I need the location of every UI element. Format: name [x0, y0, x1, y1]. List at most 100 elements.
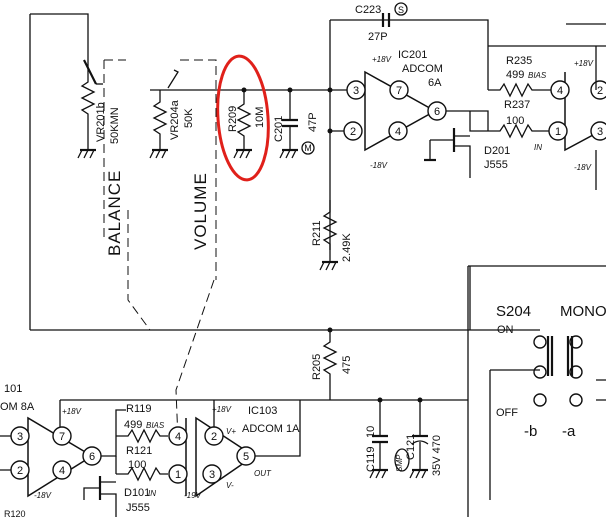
potentiometer-vr204a: VR204a 50K VOLUME	[149, 59, 217, 441]
r237-label: R237	[504, 99, 530, 111]
c121-label: C121	[405, 434, 417, 460]
ic101-pin-b: 7	[59, 431, 65, 443]
volume-label: VOLUME	[191, 172, 210, 250]
r235-bias: BIAS	[528, 71, 547, 80]
c201-mark: M	[304, 143, 312, 153]
r119-label: R119	[126, 403, 151, 415]
ic2b-pin-b: 1	[555, 126, 561, 138]
d201-label: D201	[484, 145, 510, 157]
ic103-neg-supply: -19V	[184, 491, 202, 500]
ic103b-pin-a: 2	[211, 431, 217, 443]
s204-off: OFF	[496, 407, 518, 419]
ic201-pin-a: 3	[353, 85, 359, 97]
ic101-pin-c: 2	[17, 465, 23, 477]
ic101-pos-supply: +18V	[62, 407, 82, 416]
r237-in: IN	[534, 143, 542, 152]
ic2c-pin-b: 3	[597, 126, 603, 138]
ic201-part: ADCOM	[402, 63, 443, 75]
ic201-stage-b: R235 499 BIAS R237 100 IN +18V -18V 4 1 …	[488, 45, 606, 172]
ic201-label: IC201	[398, 49, 427, 61]
capacitor-c223: C223 S 27P	[329, 2, 489, 90]
r121-label: R121	[126, 445, 152, 457]
capacitor-c121: C121 35V 470 SMP	[394, 400, 443, 479]
ic103-opamp: IC103 ADCOM 1A +18V -19V 4 1 2 3 5 V+ V-…	[168, 400, 301, 500]
ic103-part: ADCOM 1A	[242, 423, 300, 435]
red-annotation-circle	[216, 54, 270, 182]
r211-label: R211	[311, 221, 323, 246]
d201-part: J555	[484, 159, 508, 171]
c223-label: C223	[355, 4, 381, 16]
ic201-opamp: IC201 ADCOM 6A +18V -18V 3 7 2 4 6	[343, 49, 470, 170]
r209-label: R209	[227, 106, 239, 132]
ic103a-pin-a: 4	[175, 431, 181, 443]
c201-label: C201	[273, 116, 285, 142]
balance-label: BALANCE	[105, 170, 124, 256]
c121-mark: SMP	[395, 454, 404, 472]
ic103-out: OUT	[254, 469, 272, 478]
ic2b-pin-a: 4	[557, 85, 563, 97]
resistor-r205: R205 475	[311, 327, 353, 400]
ic201-pos-supply: +18V	[372, 55, 392, 64]
r119-value: 499	[124, 419, 142, 431]
ic103-vplus: V+	[226, 427, 236, 436]
ic201-pin-c: 2	[350, 126, 356, 138]
r235-value: 499	[506, 69, 524, 81]
ic201-pin-e: 6	[434, 106, 440, 118]
ic103-label: IC103	[248, 405, 277, 417]
switch-s204: S204 MONO ON OFF -b -a	[30, 265, 606, 517]
vr204a-label: VR204a	[169, 99, 181, 140]
ic2b-pos-supply: +18V	[574, 59, 594, 68]
d101-label: D101	[124, 487, 150, 499]
ic101-label: 101	[4, 383, 22, 395]
resistor-r209: R209 10M	[227, 90, 266, 159]
s204-a: -a	[562, 423, 576, 440]
ic101-pin-d: 4	[59, 465, 65, 477]
ic101-pin-e: 6	[89, 451, 95, 463]
vr201b-value: 50KMN	[109, 107, 121, 144]
capacitor-c119: C119 10	[365, 400, 388, 479]
r205-value: 475	[341, 356, 353, 374]
r121-in: IN	[148, 489, 156, 498]
ic103-input-network: R119 499 BIAS R121 100 IN D101 J555 R120	[4, 403, 168, 517]
s204-label: S204	[496, 303, 531, 320]
c119-value: 10	[365, 426, 377, 438]
c223-mark: S	[398, 5, 404, 15]
c121-value: 35V 470	[431, 435, 443, 476]
ic101-part: OM 8A	[0, 401, 35, 413]
d101-part: J555	[126, 502, 150, 514]
ic201-pin-b: 7	[396, 85, 402, 97]
r237-value: 100	[506, 115, 524, 127]
jfet-d201: D201 J555	[424, 110, 510, 178]
ic2b-neg-supply: -18V	[574, 163, 592, 172]
c223-value: 27P	[368, 31, 388, 43]
bottom-clipped-label: R120	[4, 509, 26, 517]
ic101-pin-a: 3	[17, 431, 23, 443]
c201-value: 47P	[307, 112, 319, 132]
r209-value: 10M	[254, 107, 266, 128]
c119-label: C119	[365, 447, 377, 472]
ic201-pin-d: 4	[395, 126, 401, 138]
r119-bias: BIAS	[146, 421, 165, 430]
ic103a-pin-b: 1	[175, 469, 181, 481]
ic2c-pin-a: 2	[597, 85, 603, 97]
ic201-unit: 6A	[428, 77, 442, 89]
ic103-vminus: V-	[226, 481, 234, 490]
ic103b-pin-b: 3	[209, 469, 215, 481]
r235-label: R235	[506, 55, 532, 67]
s204-b: -b	[524, 423, 537, 440]
ic103b-pin-c: 5	[243, 451, 249, 463]
vr204a-value: 50K	[183, 108, 195, 128]
c223-mark-circle	[394, 2, 408, 16]
potentiometer-vr201b: VR201b 50KMN BALANCE	[29, 13, 151, 331]
ic101-opamp: 101 OM 8A +18V -18V 3 7 2 4 6	[0, 383, 126, 500]
capacitor-c201: C201 47P M	[273, 90, 319, 159]
ic103-pos-supply: +18V	[212, 405, 232, 414]
r205-label: R205	[311, 354, 323, 380]
ic201-neg-supply: -18V	[370, 161, 388, 170]
vr201b-label: VR201b	[95, 102, 107, 142]
r211-value: 2.49K	[341, 233, 353, 262]
s204-mono: MONO	[560, 303, 606, 320]
ic101-neg-supply: -18V	[34, 491, 52, 500]
resistor-r211: R211 2.49K	[311, 200, 353, 271]
